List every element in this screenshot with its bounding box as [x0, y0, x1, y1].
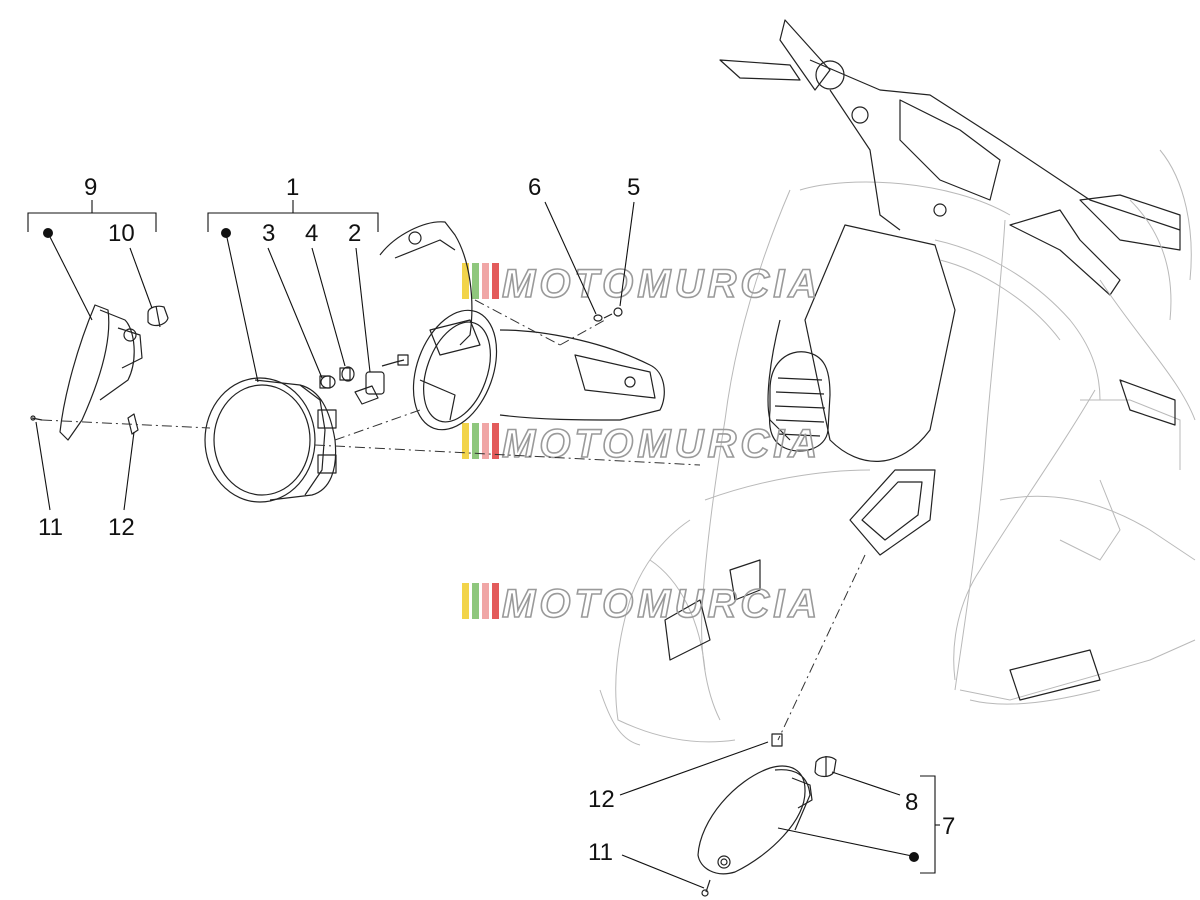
- callout-6: 6: [528, 174, 541, 201]
- bracket-group-1: [207, 200, 379, 232]
- headlight-housing-cover: [499, 329, 665, 421]
- callout-9: 9: [84, 174, 97, 201]
- clip-left: [127, 413, 139, 435]
- washer-6: [593, 314, 603, 322]
- turn-signal-unit: [697, 765, 813, 875]
- screw-5: [603, 307, 623, 319]
- watermark-text: MOTOMURCIA: [502, 422, 821, 466]
- bullet-dot-9: [43, 228, 53, 238]
- bulb-holder: [339, 366, 355, 382]
- watermark-middle: MOTOMURCIA: [462, 421, 821, 467]
- scooter-body-drawing: [599, 19, 1196, 746]
- watermark-text: MOTOMURCIA: [502, 262, 821, 306]
- callout-4: 4: [305, 220, 318, 247]
- horn-grille: [768, 351, 831, 452]
- bracket-group-9: [27, 200, 157, 232]
- screw-right: [701, 879, 711, 897]
- callout-3: 3: [262, 220, 275, 247]
- callout-7: 7: [942, 813, 955, 840]
- assembly-lines: [41, 299, 866, 741]
- pilot-bulb: [319, 375, 336, 389]
- callout-12-right: 12: [588, 786, 615, 813]
- callout-11-right: 11: [588, 839, 613, 866]
- handlebar: [719, 19, 1181, 296]
- headlight-unit: [204, 377, 337, 503]
- leader-lines: [35, 201, 913, 889]
- watermark-text: MOTOMURCIA: [502, 582, 821, 626]
- callout-5: 5: [627, 174, 640, 201]
- position-light-bulb: [147, 305, 169, 328]
- headlight-mounting-bracket: [379, 221, 498, 431]
- clip-right: [771, 733, 783, 747]
- bullet-dot-1: [221, 228, 231, 238]
- watermark-top: MOTOMURCIA: [462, 261, 821, 307]
- turn-signal-bulb: [814, 756, 837, 778]
- callout-1: 1: [286, 174, 299, 201]
- bracket-group-7: [920, 775, 940, 874]
- callout-10: 10: [108, 220, 135, 247]
- front-position-light: [59, 304, 143, 441]
- callout-2: 2: [348, 220, 361, 247]
- callout-12-left: 12: [108, 514, 135, 541]
- callout-8: 8: [905, 789, 918, 816]
- bullet-dot-7: [909, 852, 919, 862]
- headlight-bulb: [354, 354, 409, 405]
- callout-numbers: 9 10 1 3 4 2 6 5 11 12 12 11 8 7: [38, 174, 955, 866]
- screw-left: [30, 415, 43, 421]
- callout-11-left: 11: [38, 514, 63, 541]
- watermark-bottom: MOTOMURCIA: [462, 581, 821, 627]
